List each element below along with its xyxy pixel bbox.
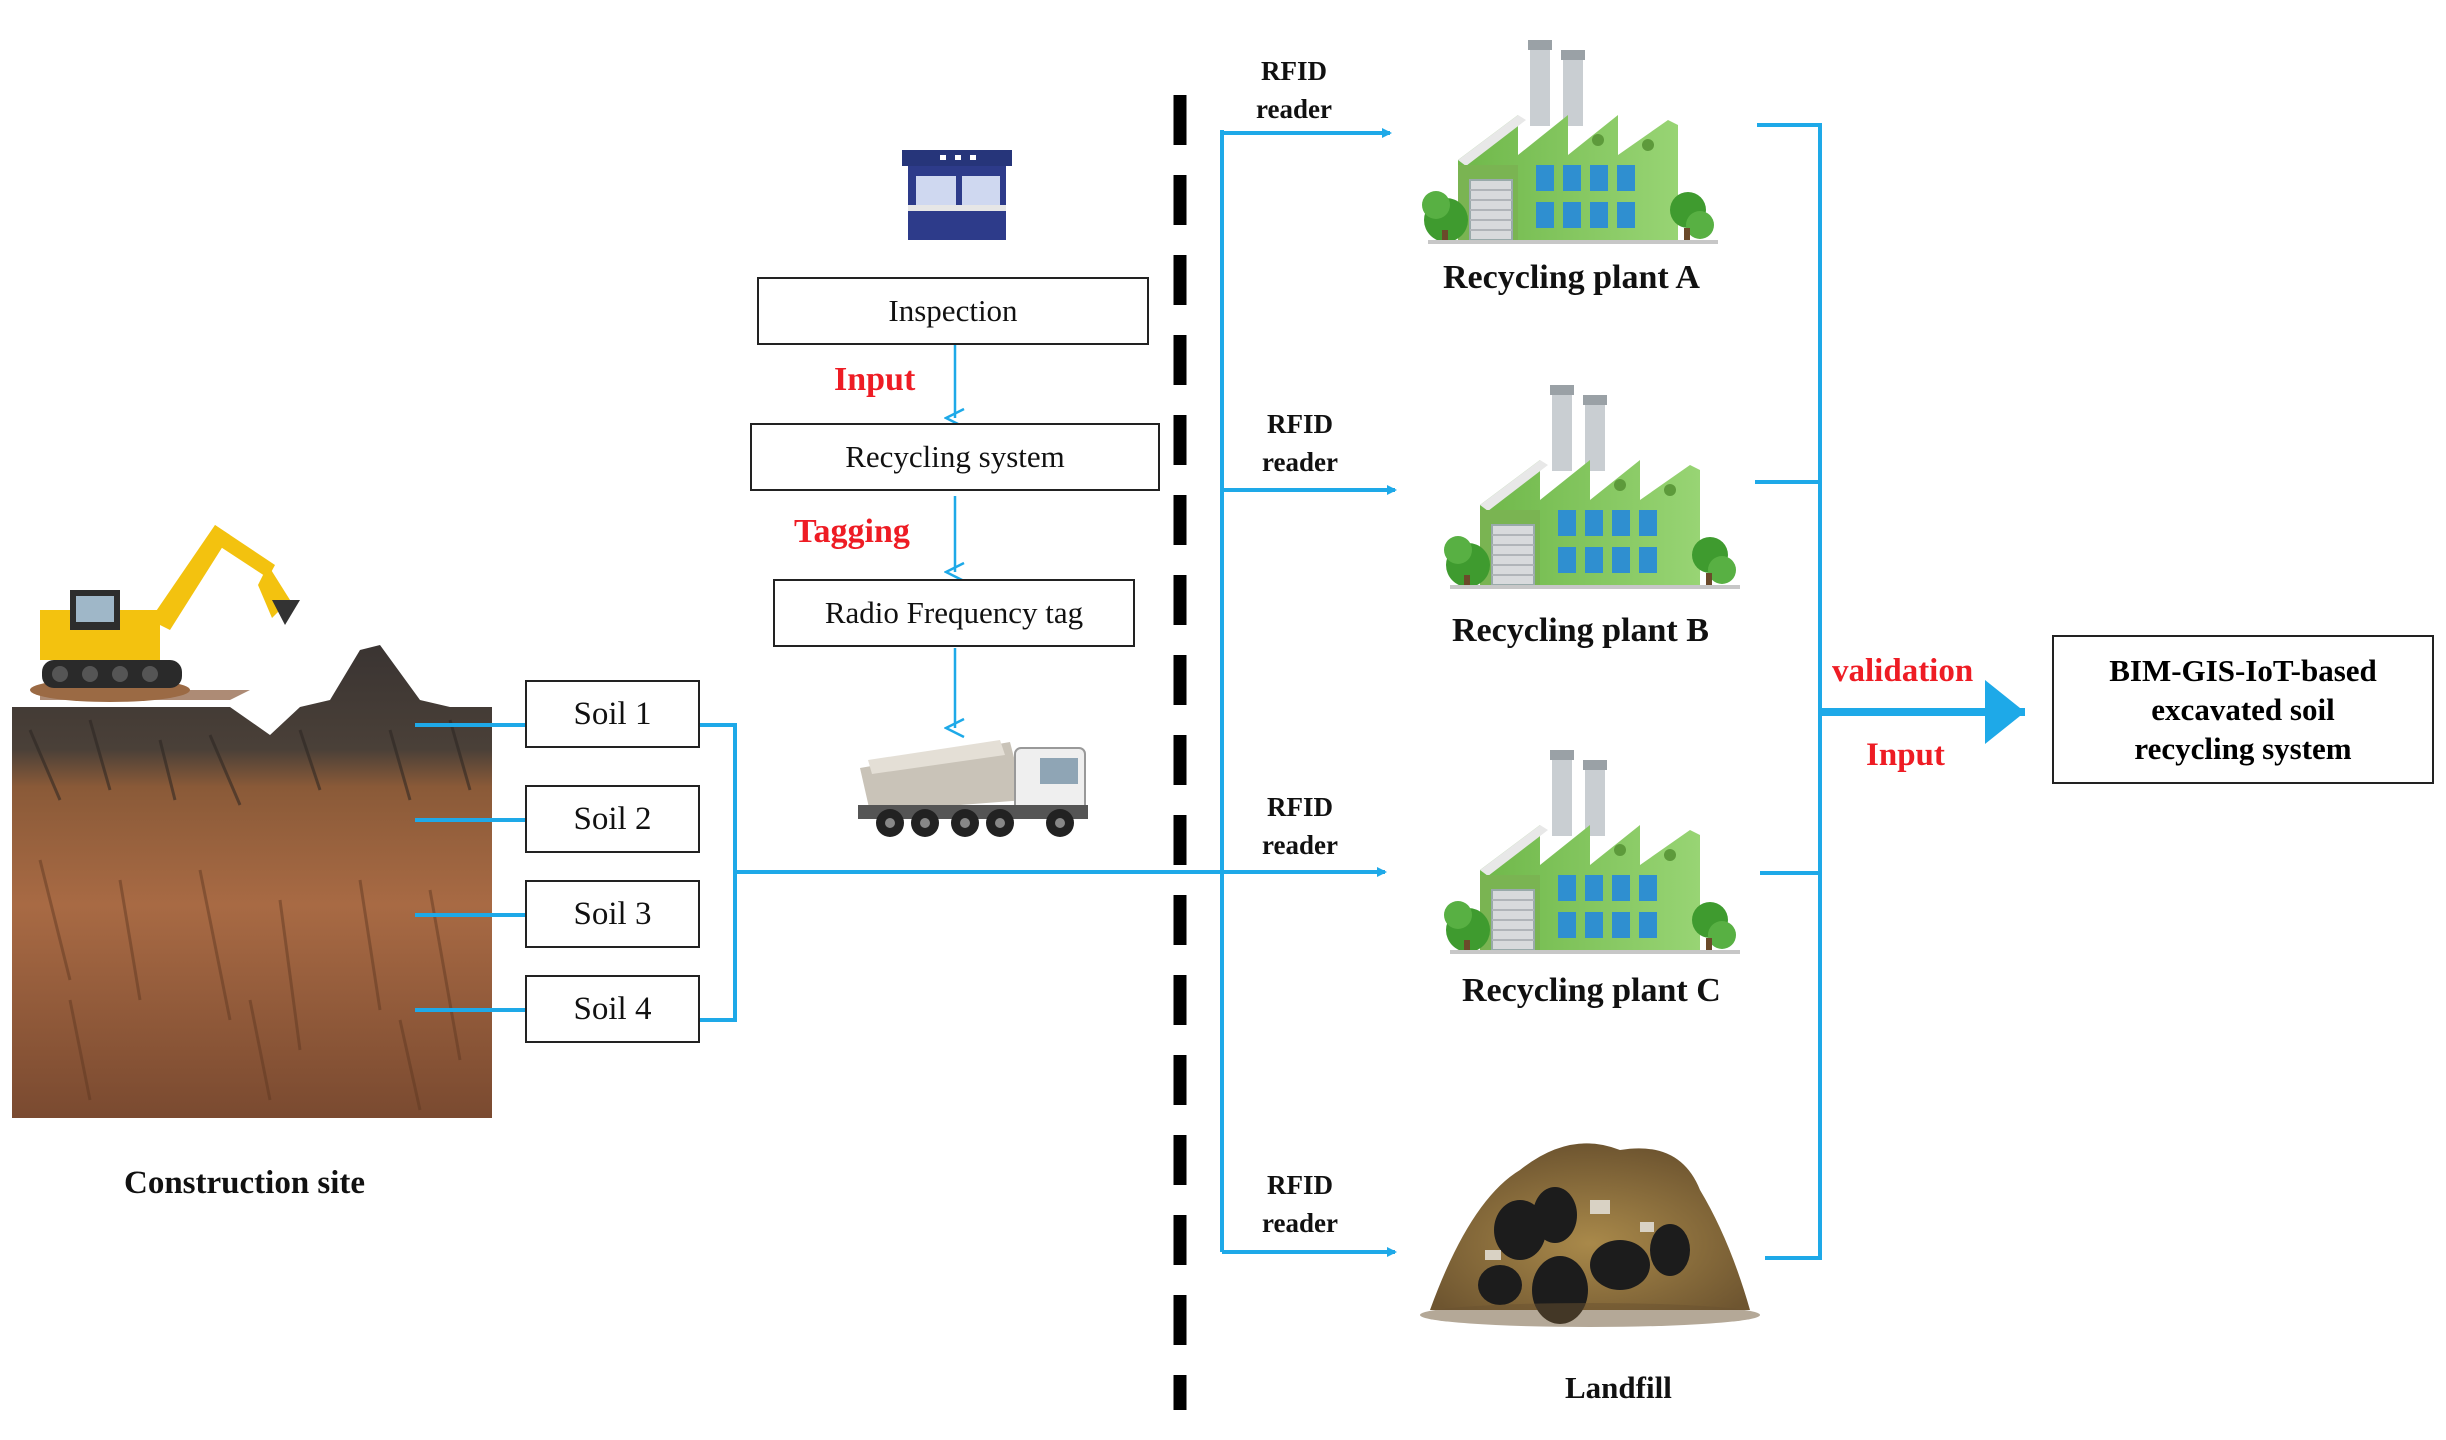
- recycling-system-box: Recycling system: [750, 423, 1160, 491]
- excavator-icon: [30, 525, 300, 702]
- validation-label: validation: [1832, 653, 1974, 689]
- validation-connectors: [1755, 123, 1822, 1260]
- tagging-label: Tagging: [794, 513, 910, 550]
- recycling-plant-a-icon: [1422, 40, 1718, 244]
- rfid-reader-label-4: RFID reader: [1262, 1166, 1338, 1242]
- rfid-subtitle: reader: [1262, 447, 1338, 477]
- system-line-1: BIM-GIS-IoT-based: [2109, 653, 2377, 688]
- input-label-left: Input: [834, 361, 916, 398]
- guard-booth-icon: [902, 150, 1012, 240]
- soil-cross-section: [12, 645, 492, 1118]
- soil-box-4: Soil 4: [525, 975, 700, 1043]
- rfid-reader-label-3: RFID reader: [1262, 788, 1338, 864]
- rfid-reader-label-2: RFID reader: [1262, 405, 1338, 481]
- recycling-plant-a-label: Recycling plant A: [1443, 259, 1700, 296]
- rfid-title: RFID: [1266, 1170, 1333, 1200]
- recycling-plant-c-label: Recycling plant C: [1462, 972, 1721, 1009]
- rfid-distribution: [1220, 128, 1397, 1257]
- construction-site-label: Construction site: [124, 1165, 366, 1201]
- inspection-box: Inspection: [757, 277, 1149, 345]
- rfid-title: RFID: [1266, 409, 1333, 439]
- input-label-right: Input: [1866, 737, 1945, 773]
- rfid-title: RFID: [1266, 792, 1333, 822]
- bim-gis-iot-system-box: BIM-GIS-IoT-based excavated soil recycli…: [2052, 635, 2434, 784]
- soil-box-2: Soil 2: [525, 785, 700, 853]
- recycling-plant-b-label: Recycling plant B: [1452, 612, 1709, 649]
- rfid-reader-label-1: RFID reader: [1256, 52, 1332, 128]
- rfid-subtitle: reader: [1256, 94, 1332, 124]
- recycling-plant-c-icon: [1444, 750, 1740, 954]
- rfid-title: RFID: [1260, 56, 1327, 86]
- system-line-2: excavated soil: [2151, 692, 2335, 727]
- recycling-plant-b-icon: [1444, 385, 1740, 589]
- system-line-3: recycling system: [2134, 731, 2352, 766]
- soil-box-1: Soil 1: [525, 680, 700, 748]
- landfill-label: Landfill: [1565, 1370, 1672, 1405]
- rfid-subtitle: reader: [1262, 830, 1338, 860]
- rf-tag-box: Radio Frequency tag: [773, 579, 1135, 647]
- landfill-icon: [1420, 1143, 1760, 1327]
- soil-box-3: Soil 3: [525, 880, 700, 948]
- dump-truck-icon: [858, 740, 1088, 837]
- soil-connectors: [415, 723, 1222, 1022]
- rfid-subtitle: reader: [1262, 1208, 1338, 1238]
